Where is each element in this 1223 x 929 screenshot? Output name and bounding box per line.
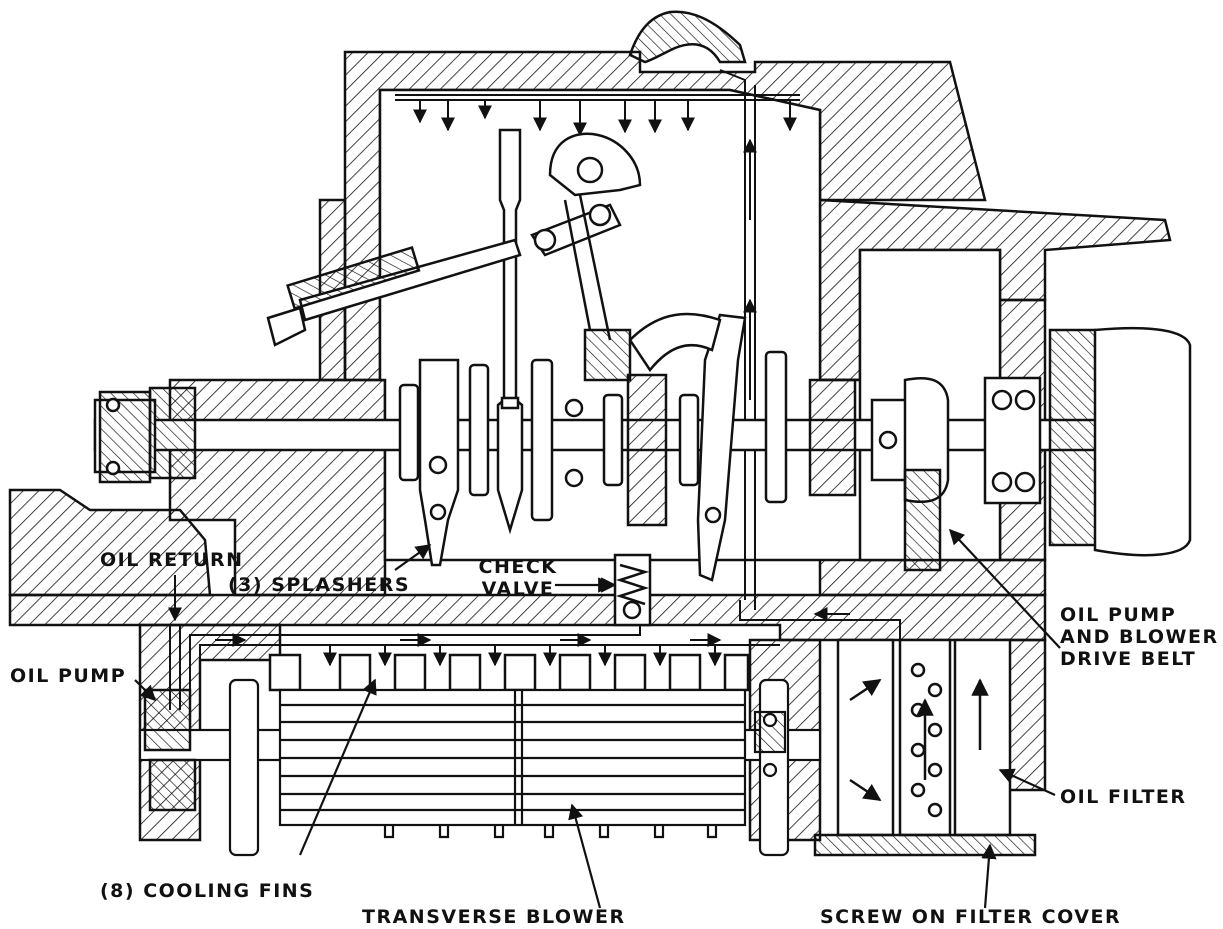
blower-pulley bbox=[903, 326, 1192, 572]
check-valve bbox=[613, 553, 652, 627]
splashers-label: (3) SPLASHERS bbox=[228, 574, 411, 596]
filter-cover-label: SCREW ON FILTER COVER bbox=[820, 906, 1122, 928]
oil-filter bbox=[813, 638, 1037, 857]
oil-pump-label: OIL PUMP bbox=[10, 665, 127, 687]
oil-cap bbox=[628, 10, 747, 64]
rocker-linkage bbox=[266, 132, 722, 382]
check-valve-label-line2: VALVE bbox=[481, 578, 555, 600]
front-seal bbox=[98, 390, 152, 484]
transverse-blower bbox=[138, 678, 822, 857]
drive-belt-label: OIL PUMP AND BLOWER DRIVE BELT bbox=[1060, 604, 1219, 670]
drive-belt-label-line3: DRIVE BELT bbox=[1060, 648, 1197, 670]
oil-pump bbox=[143, 688, 197, 812]
oil-return-label: OIL RETURN bbox=[100, 549, 244, 571]
oil-filter-label: OIL FILTER bbox=[1060, 786, 1187, 808]
check-valve-label-line1: CHECK bbox=[478, 556, 558, 578]
top-oil-gallery bbox=[395, 94, 800, 137]
check-valve-label: CHECK VALVE bbox=[468, 556, 568, 600]
drive-belt-label-line2: AND BLOWER bbox=[1060, 626, 1219, 648]
drive-belt-label-line1: OIL PUMP bbox=[1060, 604, 1177, 626]
leader-lines bbox=[134, 528, 1061, 909]
transverse-blower-label: TRANSVERSE BLOWER bbox=[362, 906, 626, 928]
cooling-fins-label: (8) COOLING FINS bbox=[100, 880, 315, 902]
cooling-fins bbox=[268, 653, 750, 692]
splashers bbox=[418, 128, 747, 582]
